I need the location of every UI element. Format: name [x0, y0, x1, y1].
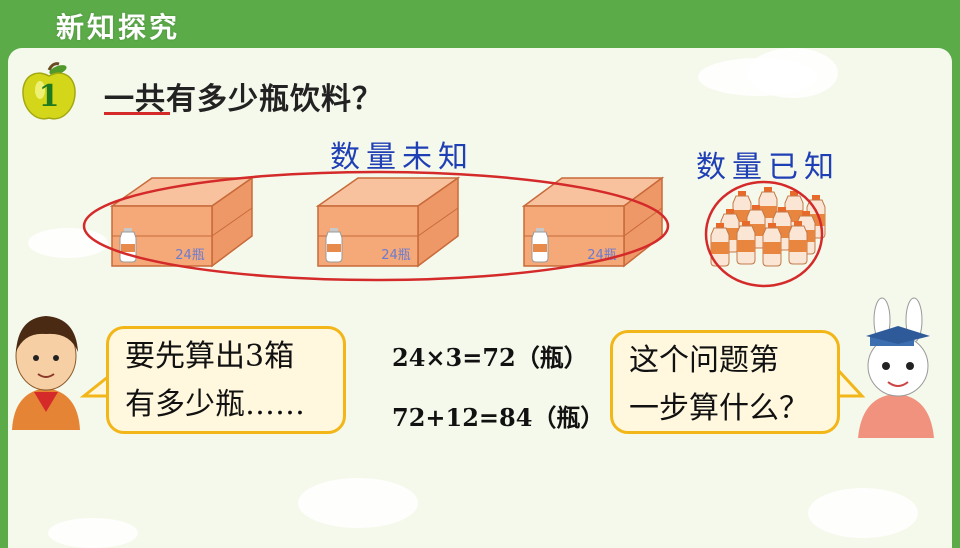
boy-speech-bubble: 要先算出3箱 有多少瓶……: [106, 326, 346, 434]
question-text: 一共有多少瓶饮料？: [104, 82, 383, 117]
rabbit-speech-bubble: 这个问题第 一步算什么？: [610, 330, 840, 434]
cloud-decoration: [748, 48, 838, 98]
apple-number-icon: 1: [22, 62, 76, 120]
cloud-decoration: [28, 228, 108, 258]
cloud-decoration: [298, 478, 418, 528]
box-caption: 24瓶: [175, 248, 205, 263]
label-known: 数量已知: [696, 150, 840, 185]
red-underline: [104, 112, 170, 115]
header-title: 新知探究: [56, 11, 181, 44]
box-caption: 24瓶: [381, 248, 411, 263]
drink-box: 24瓶: [109, 176, 255, 268]
bubble-tail: [836, 366, 866, 398]
known-ellipse: [704, 180, 824, 288]
boy-bubble-line2: 有多少瓶……: [125, 387, 305, 422]
drink-box: 24瓶: [315, 176, 461, 268]
label-unknown: 数量未知: [330, 140, 474, 175]
boy-bubble-line1: 要先算出3箱: [125, 339, 295, 374]
rabbit-avatar: [858, 297, 934, 438]
unknown-ellipse: [82, 170, 670, 282]
rabbit-bubble-line2: 一步算什么？: [629, 391, 809, 426]
boy-avatar: [12, 316, 80, 430]
drink-box: 24瓶: [521, 176, 665, 268]
equation-1: 24×3=72（瓶）: [392, 343, 588, 372]
cloud-decoration: [808, 488, 918, 538]
equation-2: 72+12=84（瓶）: [392, 403, 605, 432]
rabbit-bubble-line1: 这个问题第: [629, 343, 779, 378]
problem-number: 1: [39, 79, 60, 114]
